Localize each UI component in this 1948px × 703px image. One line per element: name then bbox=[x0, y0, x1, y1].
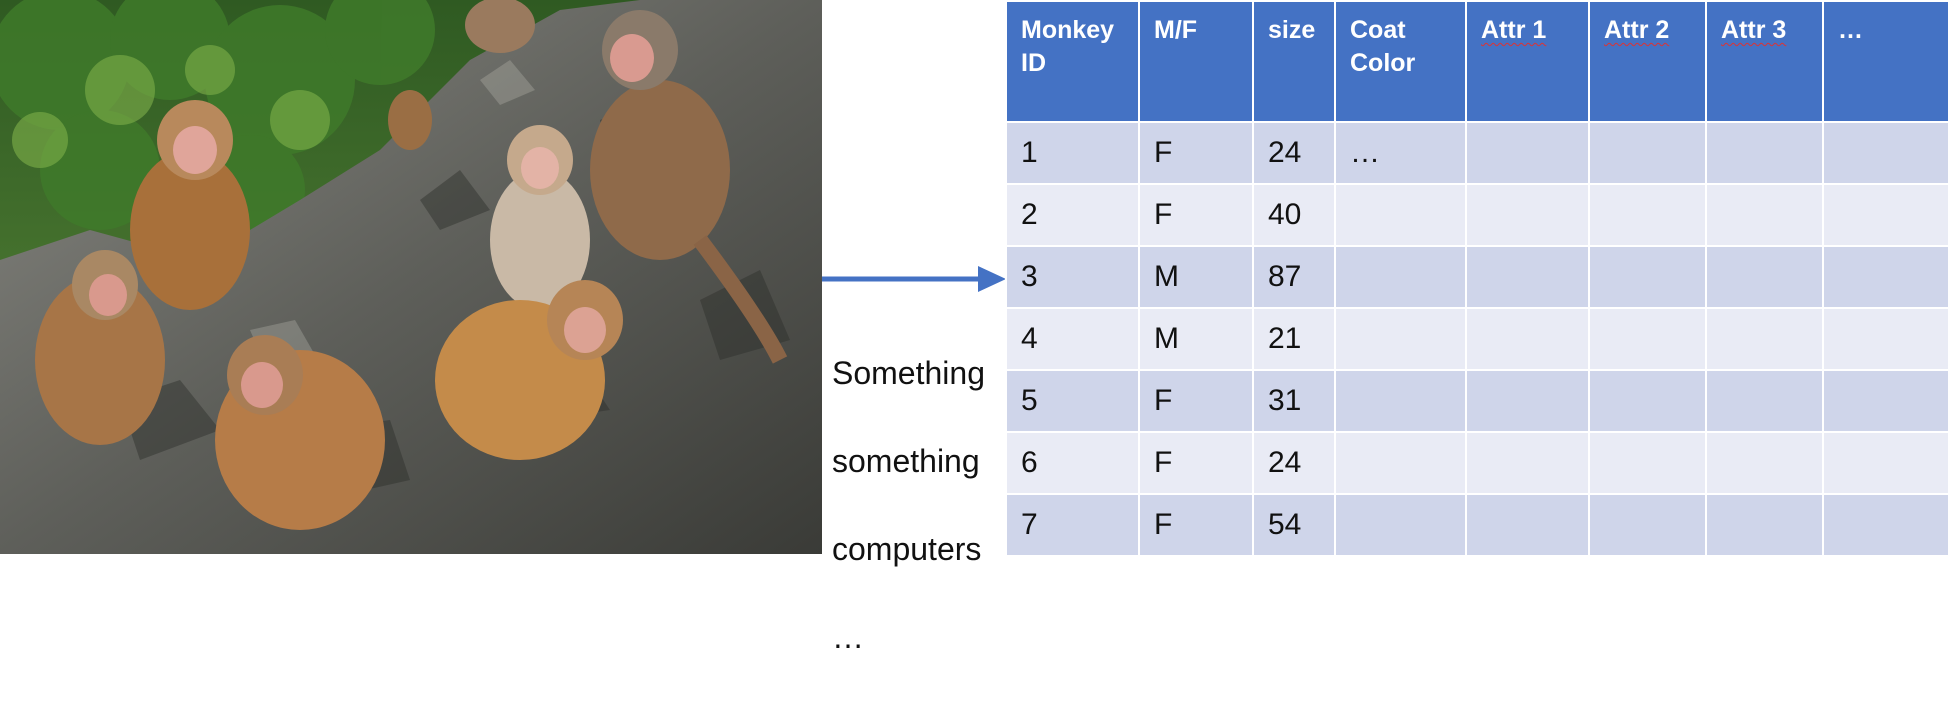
table-cell bbox=[1465, 493, 1590, 557]
table-cell: 7 bbox=[1005, 493, 1140, 557]
table-cell: 2 bbox=[1005, 183, 1140, 247]
table-cell bbox=[1588, 183, 1707, 247]
table-cell: 87 bbox=[1252, 245, 1336, 309]
table-header-row: Monkey ID M/F size Coat Color Attr 1 Att… bbox=[1005, 0, 1948, 123]
table-cell bbox=[1465, 121, 1590, 185]
table-cell: F bbox=[1138, 183, 1254, 247]
table-cell bbox=[1588, 307, 1707, 371]
caption-line: something bbox=[832, 443, 980, 479]
table-cell bbox=[1705, 493, 1824, 557]
table-cell bbox=[1705, 183, 1824, 247]
table-cell bbox=[1334, 245, 1467, 309]
right-arrow-icon bbox=[822, 264, 1008, 294]
table-cell bbox=[1334, 431, 1467, 495]
monkey-photo bbox=[0, 0, 822, 554]
table-cell bbox=[1588, 369, 1707, 433]
table-cell bbox=[1334, 183, 1467, 247]
table-cell bbox=[1465, 307, 1590, 371]
table-cell bbox=[1465, 183, 1590, 247]
table-cell bbox=[1822, 369, 1948, 433]
table-cell bbox=[1465, 245, 1590, 309]
table-cell bbox=[1705, 245, 1824, 309]
header-attr-1: Attr 1 bbox=[1465, 0, 1590, 123]
table-cell: F bbox=[1138, 493, 1254, 557]
caption-line: Something bbox=[832, 355, 985, 391]
table-cell: 40 bbox=[1252, 183, 1336, 247]
table-cell bbox=[1705, 369, 1824, 433]
table-cell: 24 bbox=[1252, 121, 1336, 185]
table-cell bbox=[1822, 183, 1948, 247]
table-cell: 5 bbox=[1005, 369, 1140, 433]
header-attr-3-label: Attr 3 bbox=[1721, 16, 1787, 44]
table-cell: F bbox=[1138, 431, 1254, 495]
table-cell: 31 bbox=[1252, 369, 1336, 433]
table-cell bbox=[1822, 121, 1948, 185]
table-cell bbox=[1588, 121, 1707, 185]
table-cell bbox=[1588, 245, 1707, 309]
table-cell bbox=[1588, 493, 1707, 557]
table-cell bbox=[1465, 431, 1590, 495]
table-cell: 6 bbox=[1005, 431, 1140, 495]
table-cell: M bbox=[1138, 307, 1254, 371]
header-attr-2: Attr 2 bbox=[1588, 0, 1707, 123]
table-cell bbox=[1822, 431, 1948, 495]
header-size: size bbox=[1252, 0, 1336, 123]
caption-line: computers bbox=[832, 531, 982, 567]
table-cell bbox=[1334, 493, 1467, 557]
table-cell bbox=[1334, 307, 1467, 371]
table-cell: 3 bbox=[1005, 245, 1140, 309]
table-cell bbox=[1705, 121, 1824, 185]
header-attr-2-label: Attr 2 bbox=[1604, 16, 1670, 44]
table-cell: 4 bbox=[1005, 307, 1140, 371]
table-cell: 1 bbox=[1005, 121, 1140, 185]
table-cell: F bbox=[1138, 369, 1254, 433]
table-cell bbox=[1705, 307, 1824, 371]
header-attr-3: Attr 3 bbox=[1705, 0, 1824, 123]
table-cell bbox=[1822, 245, 1948, 309]
header-sex: M/F bbox=[1138, 0, 1254, 123]
table-cell bbox=[1705, 431, 1824, 495]
header-monkey-id: Monkey ID bbox=[1005, 0, 1140, 123]
table-cell: M bbox=[1138, 245, 1254, 309]
table-cell: F bbox=[1138, 121, 1254, 185]
header-attr-1-label: Attr 1 bbox=[1481, 16, 1547, 44]
table-cell: 24 bbox=[1252, 431, 1336, 495]
header-coat-color: Coat Color bbox=[1334, 0, 1467, 123]
header-more: … bbox=[1822, 0, 1948, 123]
caption-text: Something something computers … bbox=[832, 307, 1012, 703]
table-cell bbox=[1334, 369, 1467, 433]
caption-line: … bbox=[832, 619, 864, 655]
table-cell bbox=[1822, 493, 1948, 557]
monkey-data-table: Monkey ID M/F size Coat Color Attr 1 Att… bbox=[1005, 0, 1948, 557]
table-cell: … bbox=[1334, 121, 1467, 185]
table-cell bbox=[1588, 431, 1707, 495]
table-cell: 54 bbox=[1252, 493, 1336, 557]
table-cell: 21 bbox=[1252, 307, 1336, 371]
table-cell bbox=[1822, 307, 1948, 371]
table-cell bbox=[1465, 369, 1590, 433]
